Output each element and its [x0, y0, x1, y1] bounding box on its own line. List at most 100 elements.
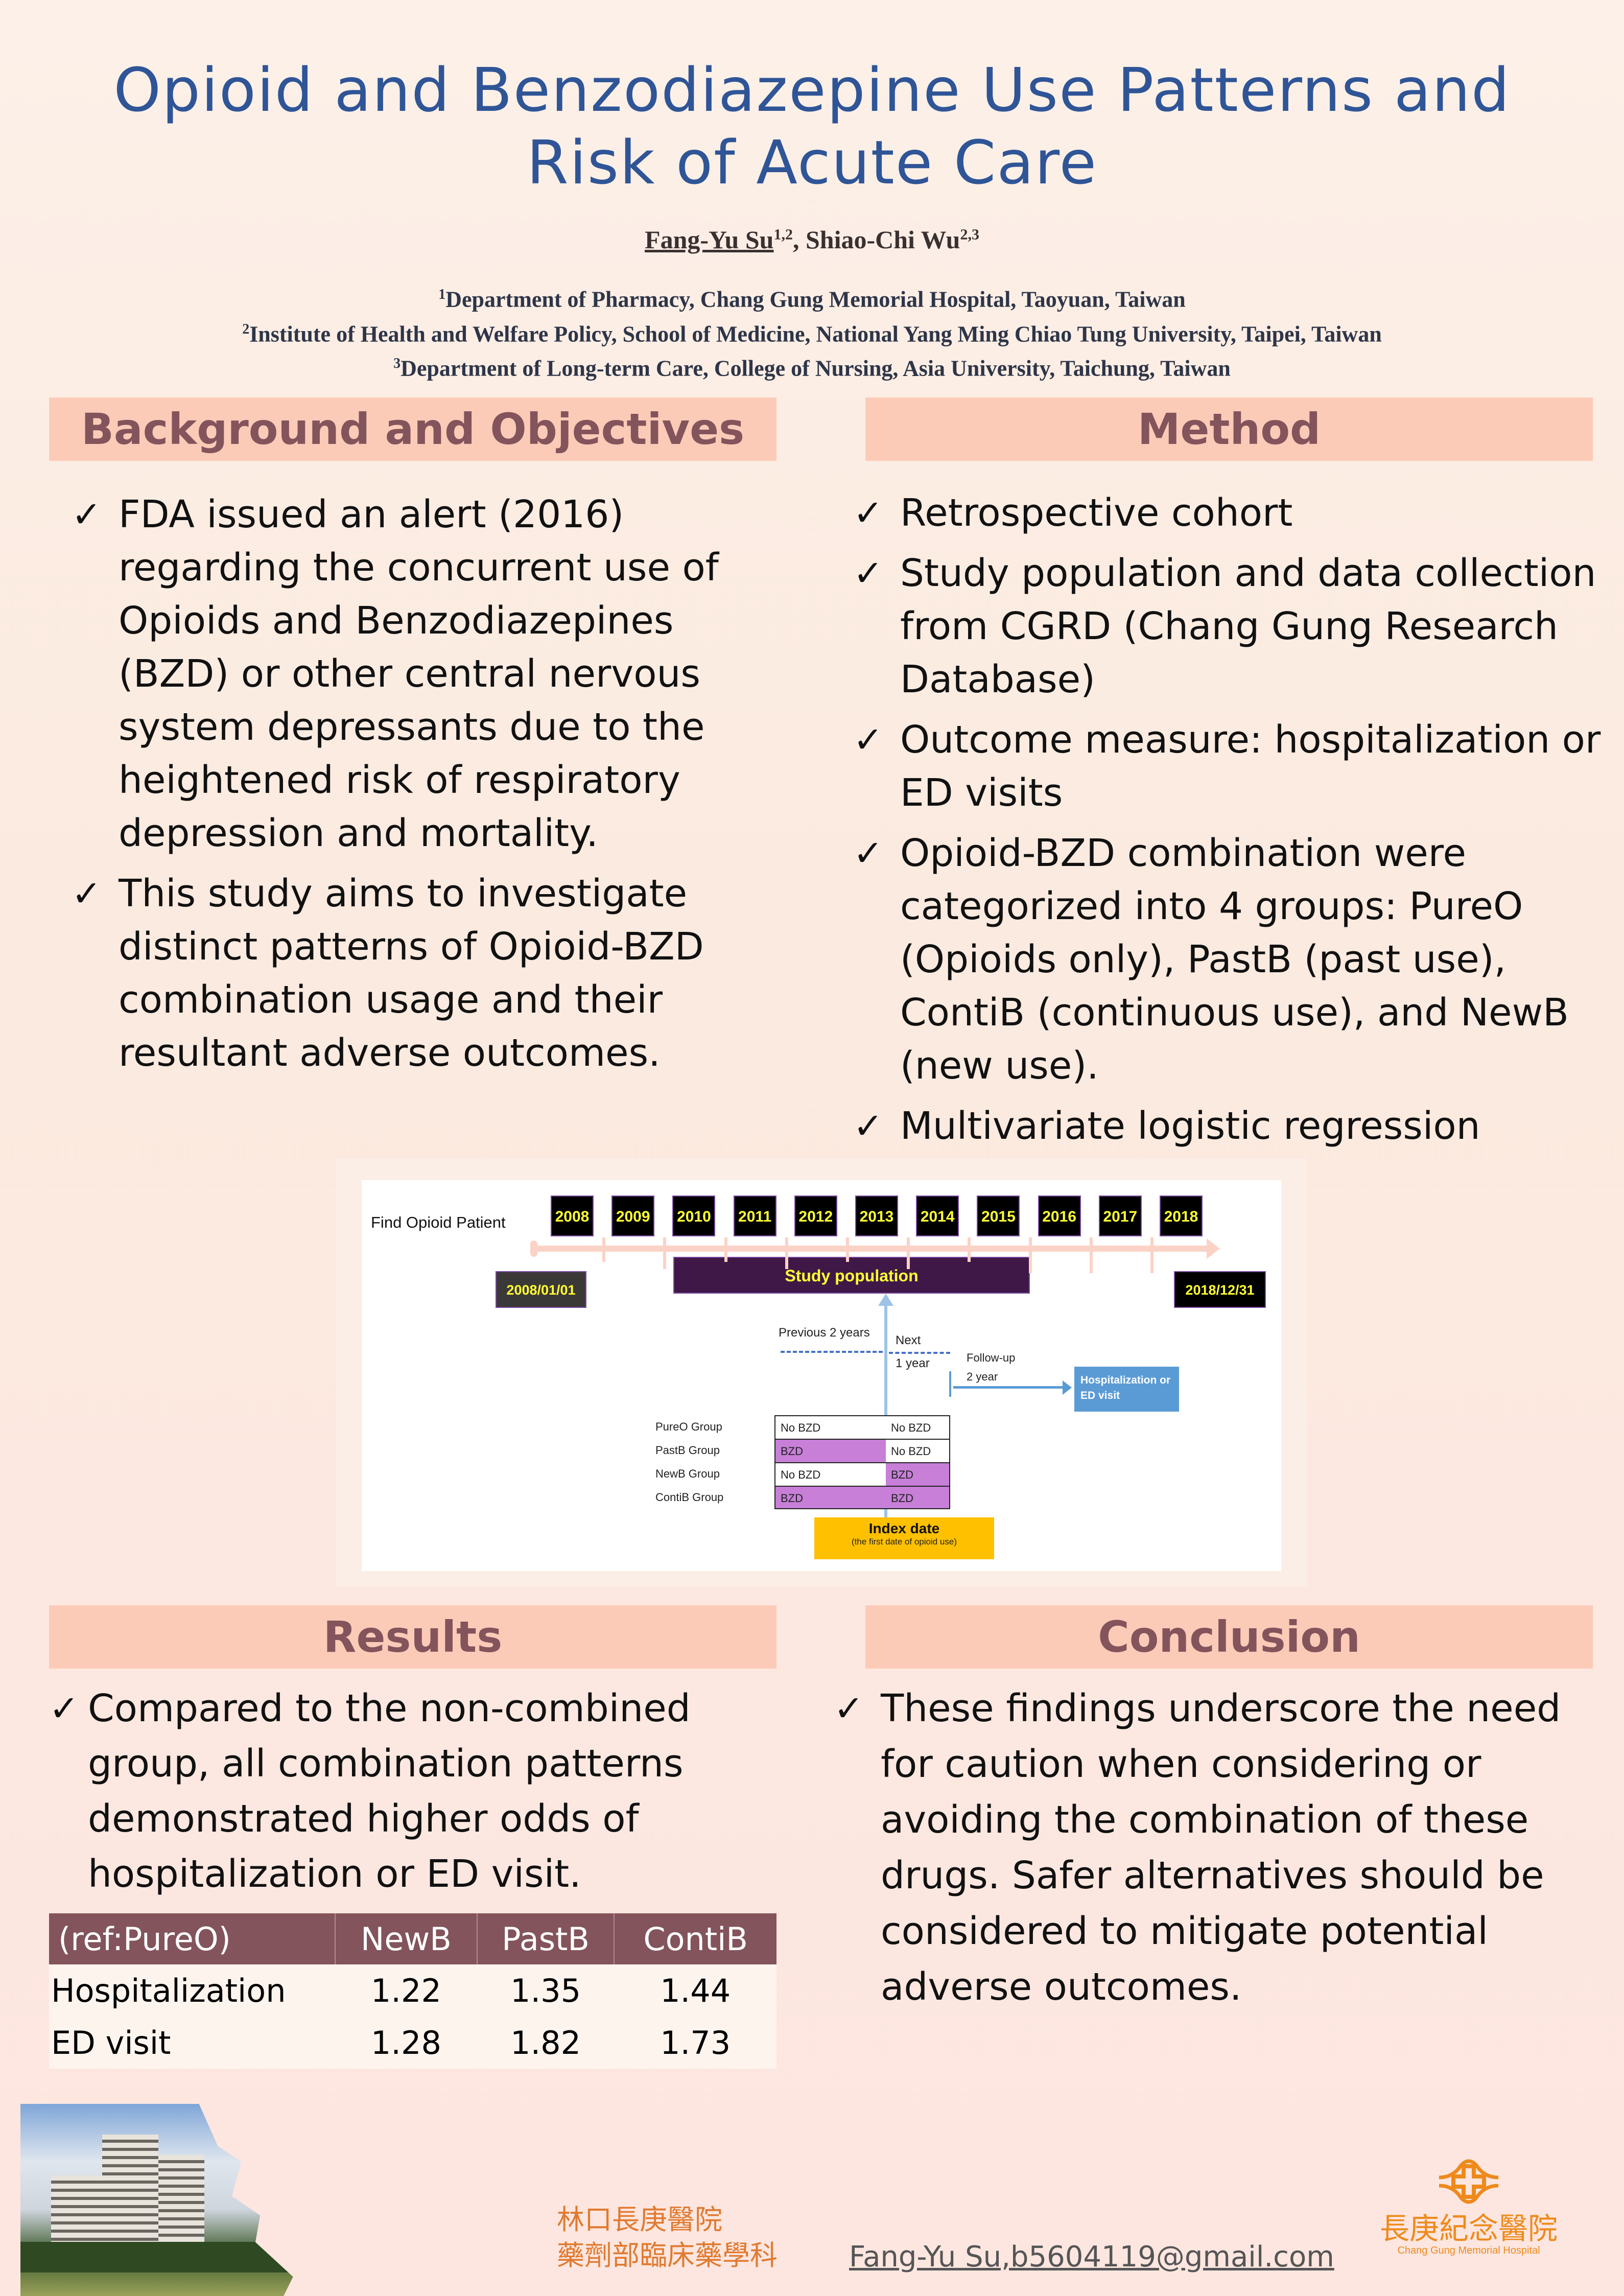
study-design-figure: Find Opioid Patient 2008/01/01 2018/12/3… [362, 1180, 1281, 1571]
year-box-2017: 2017 [1098, 1196, 1142, 1236]
year-box-2010: 2010 [672, 1196, 716, 1236]
follow-up-arrow-head-icon [1063, 1380, 1072, 1395]
poster-title: Opioid and Benzodiazepine Use Patterns a… [0, 54, 1624, 199]
year-box-2015: 2015 [977, 1196, 1020, 1236]
check-icon: ✓ [853, 552, 883, 594]
outcome-box: Hospitalization or ED visit [1074, 1367, 1179, 1412]
conclusion-heading: Conclusion [865, 1605, 1593, 1669]
find-opioid-label: Find Opioid Patient [371, 1213, 506, 1231]
previous-dashed-arrow [781, 1351, 883, 1353]
check-icon: ✓ [853, 719, 883, 761]
index-date-subtitle: (the first date of opioid use) [851, 1537, 957, 1547]
table-row: ED visit 1.28 1.82 1.73 [49, 2017, 776, 2069]
index-axis-arrow-icon [878, 1294, 893, 1306]
check-icon: ✓ [834, 1688, 864, 1729]
photo-trees [20, 2242, 293, 2272]
results-table-header: (ref:PureO) NewB PastB ContiB [49, 1913, 776, 1964]
group-cell-after: No BZD [886, 1415, 950, 1439]
year-box-2016: 2016 [1038, 1196, 1081, 1236]
conclusion-bullets: ✓These findings underscore the need for … [834, 1681, 1585, 2022]
group-cell-before: No BZD [774, 1415, 886, 1439]
end-date-box: 2018/12/31 [1174, 1271, 1266, 1308]
results-table: (ref:PureO) NewB PastB ContiB Hospitaliz… [49, 1913, 776, 2069]
year-box-2011: 2011 [733, 1196, 776, 1236]
hospital-cross-icon [1439, 2159, 1499, 2204]
index-date-title: Index date [868, 1520, 940, 1536]
year-box-2013: 2013 [855, 1196, 898, 1236]
group-label: PureO Group [655, 1420, 722, 1433]
timeline-arrow-icon [1207, 1238, 1220, 1259]
timeline-line [535, 1246, 1210, 1252]
background-bullet: ✓This study aims to investigate distinct… [72, 867, 787, 1080]
start-date-box: 2008/01/01 [496, 1271, 586, 1308]
check-icon: ✓ [853, 492, 883, 534]
background-bullets: ✓FDA issued an alert (2016) regarding th… [72, 488, 787, 1087]
index-date-box: Index date (the first date of opioid use… [814, 1517, 994, 1559]
timeline-tick [663, 1237, 667, 1269]
timeline-tick [724, 1237, 727, 1262]
affiliation-1: 1Department of Pharmacy, Chang Gung Memo… [438, 287, 1186, 312]
conclusion-bullet: ✓These findings underscore the need for … [834, 1681, 1585, 2015]
results-heading: Results [49, 1605, 776, 1669]
method-bullet: ✓Study population and data collection fr… [853, 547, 1609, 706]
timeline-tick [846, 1237, 849, 1262]
group-cell-before: BZD [774, 1486, 886, 1509]
table-row: Hospitalization 1.22 1.35 1.44 [49, 1964, 776, 2017]
hospital-logo: 長庚紀念醫院 Chang Gung Memorial Hospital [1359, 2156, 1579, 2279]
timeline-tick [1089, 1237, 1093, 1273]
affiliations: 1Department of Pharmacy, Chang Gung Memo… [0, 280, 1624, 384]
title-line-1: Opioid and Benzodiazepine Use Patterns a… [113, 55, 1511, 125]
table-header-pastb: PastB [477, 1913, 615, 1964]
timeline-tick [968, 1237, 971, 1262]
check-icon: ✓ [72, 873, 102, 915]
method-bullet: ✓Outcome measure: hospitalization or ED … [853, 713, 1609, 819]
table-header-contib: ContiB [614, 1913, 776, 1964]
year-box-2018: 2018 [1160, 1196, 1203, 1236]
photo-building [102, 2135, 158, 2257]
affiliation-2: 2Institute of Health and Welfare Policy,… [242, 321, 1382, 347]
title-line-2: Risk of Acute Care [526, 127, 1098, 198]
logo-cn-text: 長庚紀念醫院 [1379, 2211, 1558, 2246]
department-cn: 林口長庚醫院 藥劑部臨床藥學科 [557, 2204, 778, 2271]
year-box-2012: 2012 [794, 1196, 837, 1236]
photo-building [158, 2155, 204, 2257]
study-population-bar: Study population [673, 1257, 1030, 1294]
group-cell-after: BZD [886, 1462, 950, 1486]
results-bullets: ✓Compared to the non-combined group, all… [49, 1681, 795, 1909]
author-2: Shiao-Chi Wu [805, 225, 960, 254]
group-cell-after: No BZD [886, 1439, 950, 1462]
group-label: NewB Group [655, 1467, 720, 1480]
timeline-tick [785, 1237, 788, 1269]
next-dashed-arrow [889, 1352, 950, 1354]
hospital-photo [20, 2104, 293, 2296]
check-icon: ✓ [72, 494, 102, 535]
group-cell-after: BZD [886, 1486, 950, 1509]
follow-up-label: Follow-up [967, 1351, 1016, 1364]
year-box-2014: 2014 [916, 1196, 959, 1236]
timeline-tick [1150, 1237, 1154, 1273]
method-bullets: ✓Retrospective cohort ✓Study population … [853, 486, 1609, 1160]
next-1-year-label: 1 year [896, 1356, 930, 1370]
logo-en-text: Chang Gung Memorial Hospital [1397, 2245, 1540, 2256]
affiliation-3: 3Department of Long-term Care, College o… [393, 356, 1231, 381]
table-header-ref: (ref:PureO) [49, 1913, 336, 1964]
method-heading: Method [865, 397, 1593, 461]
check-icon: ✓ [49, 1688, 79, 1729]
timeline-tick [907, 1237, 910, 1269]
contact-email[interactable]: Fang-Yu Su,b5604119@gmail.com [849, 2240, 1334, 2274]
check-icon: ✓ [853, 832, 883, 874]
group-cell-before: BZD [774, 1439, 886, 1462]
timeline-start-cap [530, 1240, 537, 1257]
method-bullet: ✓Multivariate logistic regression [853, 1099, 1609, 1153]
method-bullet: ✓Opioid-BZD combination were categorized… [853, 827, 1609, 1092]
follow-up-start-marker [949, 1371, 951, 1397]
method-bullet: ✓Retrospective cohort [853, 486, 1609, 540]
results-bullet: ✓Compared to the non-combined group, all… [49, 1681, 795, 1902]
background-bullet: ✓FDA issued an alert (2016) regarding th… [72, 488, 787, 860]
author-1: Fang-Yu Su [645, 225, 774, 254]
timeline-tick [602, 1237, 606, 1262]
previous-2-years-label: Previous 2 years [779, 1326, 870, 1340]
follow-up-arrow [953, 1386, 1066, 1389]
year-box-2008: 2008 [551, 1196, 594, 1236]
group-label: PastB Group [655, 1444, 720, 1457]
